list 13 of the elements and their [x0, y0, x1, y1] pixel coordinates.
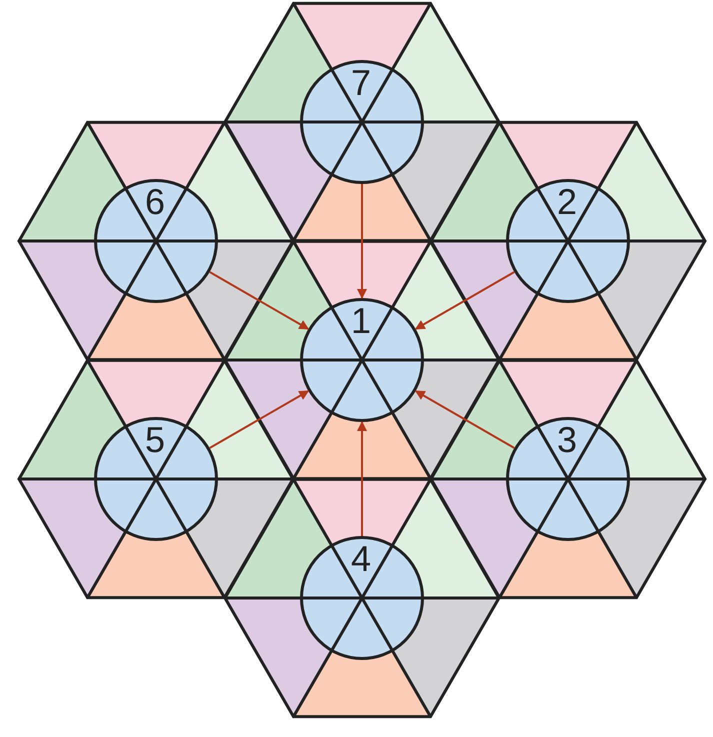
cell-number: 6 [145, 184, 166, 220]
cell-number: 2 [557, 184, 578, 220]
arrow [209, 271, 310, 330]
arrow [414, 271, 515, 330]
arrow [357, 184, 367, 299]
cell-number: 4 [351, 541, 372, 577]
cell-number: 3 [557, 422, 578, 458]
arrow [414, 390, 515, 449]
cell-number: 1 [351, 303, 372, 339]
arrow [209, 390, 310, 449]
cell-number: 5 [145, 422, 166, 458]
arrow [357, 421, 367, 536]
cell-number: 7 [351, 65, 372, 101]
